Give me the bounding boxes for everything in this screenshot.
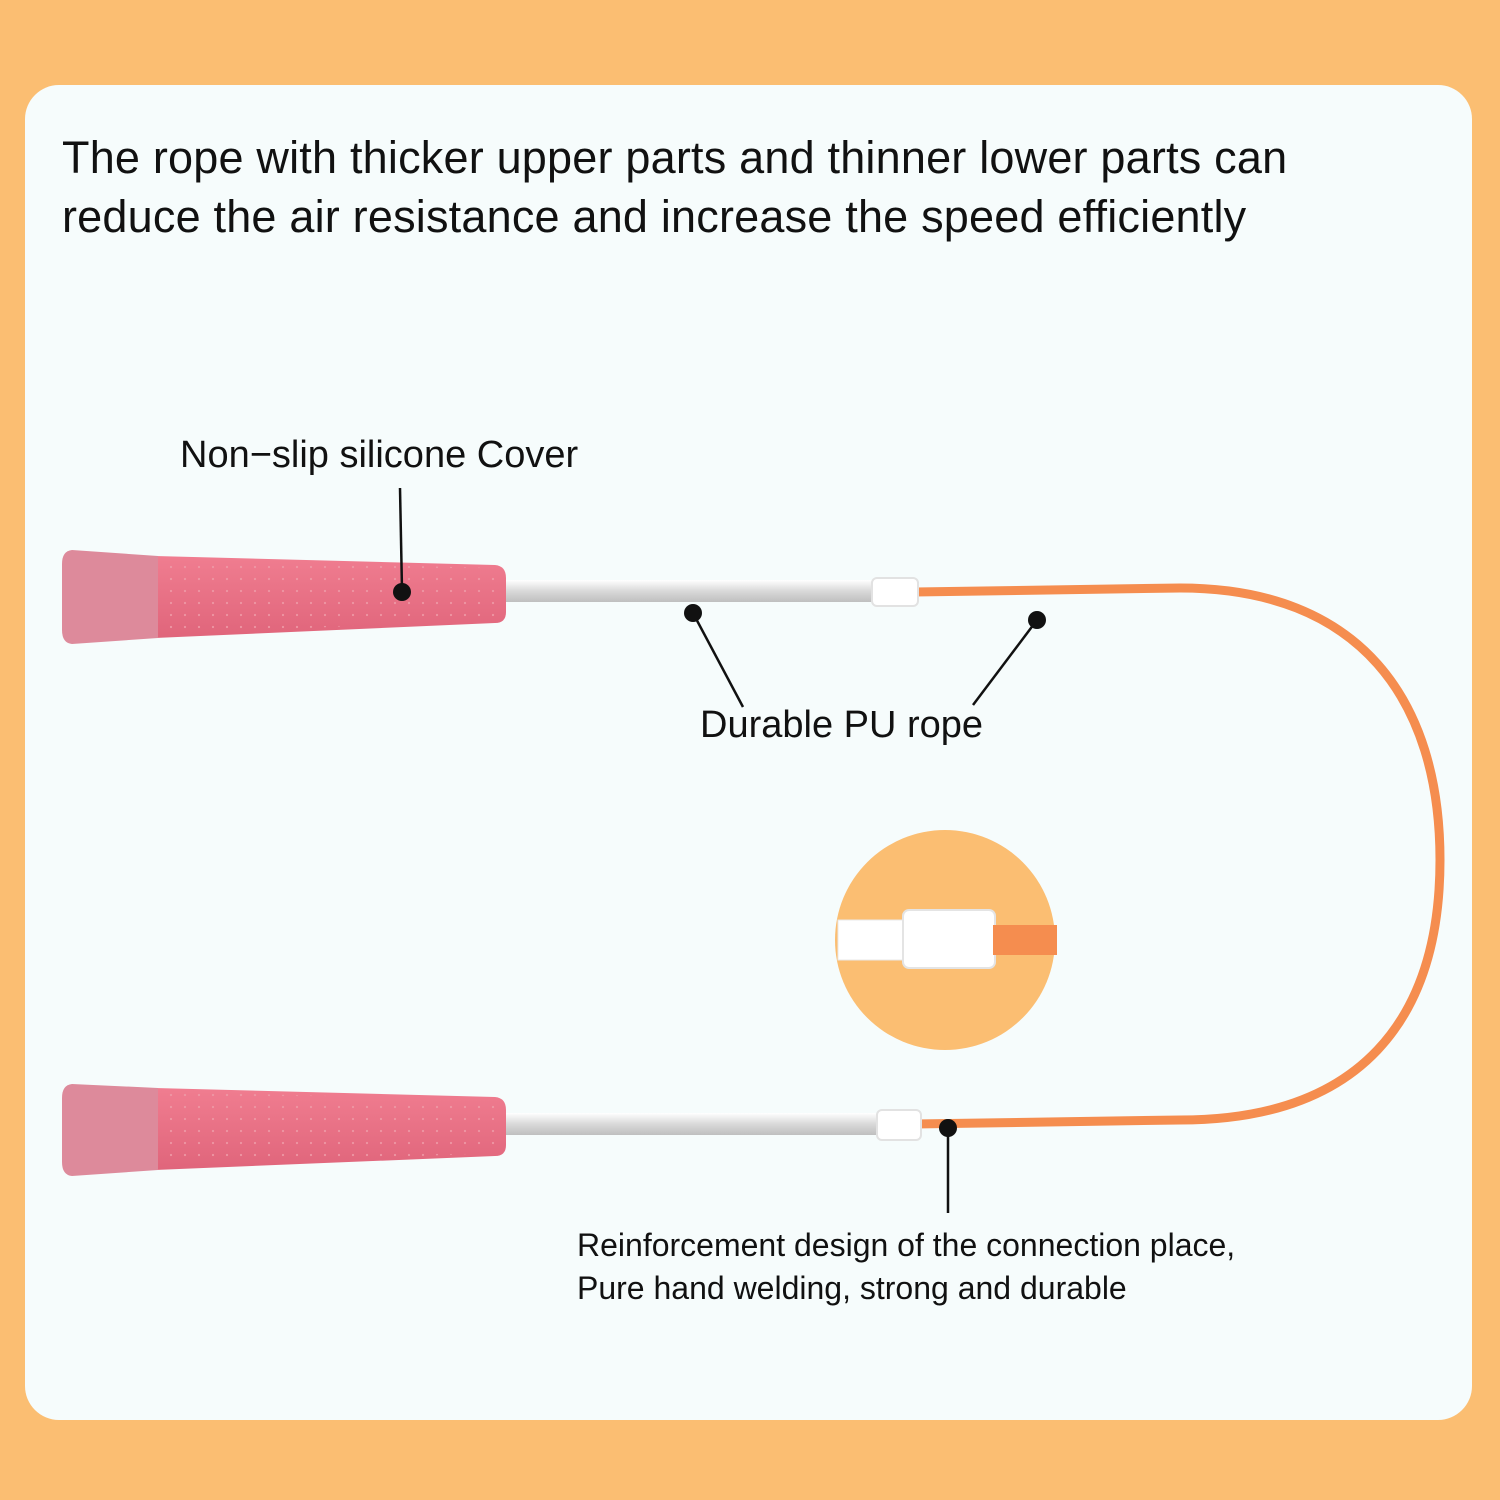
- upper-cable: [500, 580, 880, 602]
- cover-leader: [398, 487, 404, 591]
- headline-line-1: The rope with thicker upper parts and th…: [62, 132, 1288, 183]
- lower-cable: [500, 1113, 880, 1135]
- callout-lines: [398, 487, 1038, 1213]
- silicone-cover-label: Non−slip silicone Cover: [180, 434, 579, 476]
- rope-leader-left: [691, 612, 745, 708]
- pu-rope-label: Durable PU rope: [700, 704, 984, 746]
- upper-handle: [62, 550, 919, 644]
- reinforcement-dot: [939, 1119, 957, 1137]
- upper-connector: [871, 577, 919, 607]
- lower-end-cap: [62, 1084, 158, 1176]
- headline: The rope with thicker upper parts and th…: [62, 128, 1462, 246]
- upper-end-cap: [62, 550, 158, 644]
- lower-connector: [876, 1109, 922, 1141]
- callout-dots: [393, 583, 1046, 1137]
- lower-handle: [62, 1084, 922, 1176]
- connector-zoom-inset: [835, 830, 1057, 1050]
- cover-dot: [393, 583, 411, 601]
- reinforcement-label: Reinforcement design of the connection p…: [577, 1224, 1235, 1310]
- rope-dot-left: [684, 604, 702, 622]
- headline-line-2: reduce the air resistance and increase t…: [62, 191, 1247, 242]
- pu-rope: [910, 583, 1445, 1129]
- product-card: [25, 85, 1472, 1420]
- rope-dot-right: [1028, 611, 1046, 629]
- rope-leader-right: [972, 619, 1038, 706]
- reinforcement-line-2: Pure hand welding, strong and durable: [577, 1270, 1127, 1306]
- reinforcement-line-1: Reinforcement design of the connection p…: [577, 1227, 1236, 1263]
